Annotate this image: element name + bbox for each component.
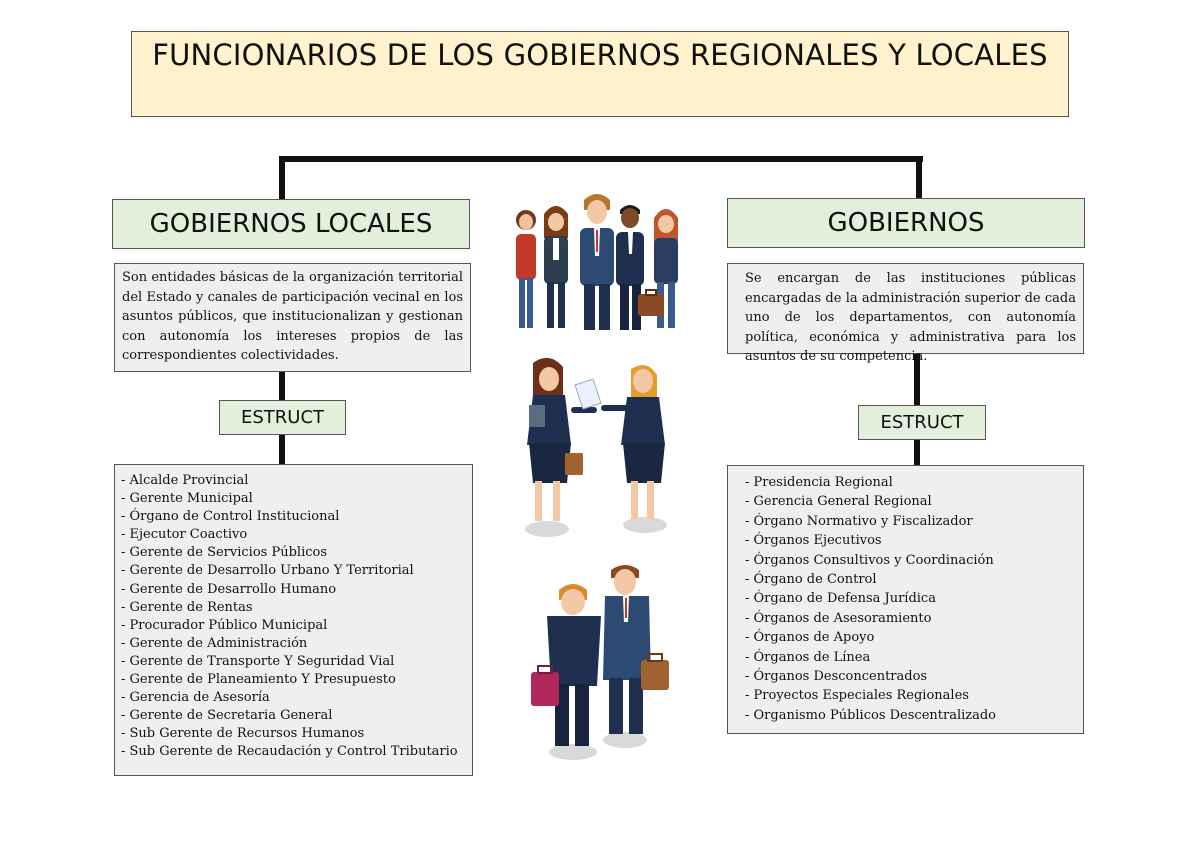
list-item: - Gerente de Planeamiento Y Presupuesto xyxy=(121,672,396,688)
list-item: - Gerente de Administración xyxy=(121,635,308,651)
list-item: - Órgano de Control Institucional xyxy=(121,509,340,525)
list-item: - Órganos Consultivos y Coordinación xyxy=(745,552,994,568)
estruct-label-right: ESTRUCT xyxy=(858,405,986,440)
list-item: - Gerencia de Asesoría xyxy=(121,690,270,706)
list-item: - Órganos de Línea xyxy=(745,649,871,665)
connector-left-drop xyxy=(279,156,285,200)
list-item: - Proyectos Especiales Regionales xyxy=(745,688,969,704)
list-item: - Ejecutor Coactivo xyxy=(121,527,248,543)
list-item: - Gerente de Secretaria General xyxy=(121,708,333,724)
list-item: - Gerente de Rentas xyxy=(121,599,253,615)
connector-right-mid xyxy=(914,353,920,406)
connector-left-low xyxy=(279,434,285,465)
businesswomen-handshake-icon xyxy=(525,357,667,537)
business-team-icon xyxy=(516,194,678,330)
list-item: - Órgano Normativo y Fiscalizador xyxy=(745,513,973,529)
list-item: - Órganos Desconcentrados xyxy=(745,669,928,685)
description-gobiernos: Se encargan de las instituciones pública… xyxy=(727,263,1084,364)
list-item: - Gerente de Desarrollo Urbano Y Territo… xyxy=(121,563,414,579)
list-item: - Alcalde Provincial xyxy=(121,473,249,488)
estruct-label-left: ESTRUCT xyxy=(219,400,346,435)
list-item: - Procurador Público Municipal xyxy=(121,617,328,633)
list-item: - Órganos Ejecutivos xyxy=(745,533,882,549)
heading-gobiernos: GOBIERNOS xyxy=(727,198,1085,248)
list-gobiernos: - Presidencia Regional - Gerencia General… xyxy=(727,465,1084,734)
connector-top-horizontal xyxy=(279,156,923,162)
description-gobiernos-locales: Son entidades básicas de la organización… xyxy=(114,263,471,372)
list-item: - Gerente de Servicios Públicos xyxy=(121,545,328,561)
connector-right-drop xyxy=(916,156,922,199)
list-item: - Gerente de Desarrollo Humano xyxy=(121,581,337,597)
list-item: - Órganos de Apoyo xyxy=(745,630,875,646)
list-item: - Gerencia General Regional xyxy=(745,494,932,510)
list-item: - Sub Gerente de Recursos Humanos xyxy=(121,726,365,742)
list-item: - Órgano de Control xyxy=(745,572,877,588)
heading-gobiernos-locales: GOBIERNOS LOCALES xyxy=(112,199,470,249)
list-item: - Órganos de Asesoramiento xyxy=(745,610,932,626)
page-title: FUNCIONARIOS DE LOS GOBIERNOS REGIONALES… xyxy=(131,31,1069,117)
list-item: - Órgano de Defensa Jurídica xyxy=(745,591,936,607)
connector-left-mid xyxy=(279,371,285,401)
businessmen-handshake-icon xyxy=(531,565,669,760)
list-item: - Gerente de Transporte Y Seguridad Vial xyxy=(121,653,395,669)
connector-right-low xyxy=(914,439,920,466)
list-item: - Presidencia Regional xyxy=(745,475,893,490)
list-gobiernos-locales: - Alcalde Provincial - Gerente Municipal -… xyxy=(114,464,473,776)
list-item: - Sub Gerente de Recaudación y Control T… xyxy=(121,744,458,760)
list-item: - Organismo Públicos Descentralizado xyxy=(745,707,997,723)
list-item: - Gerente Municipal xyxy=(121,491,253,507)
